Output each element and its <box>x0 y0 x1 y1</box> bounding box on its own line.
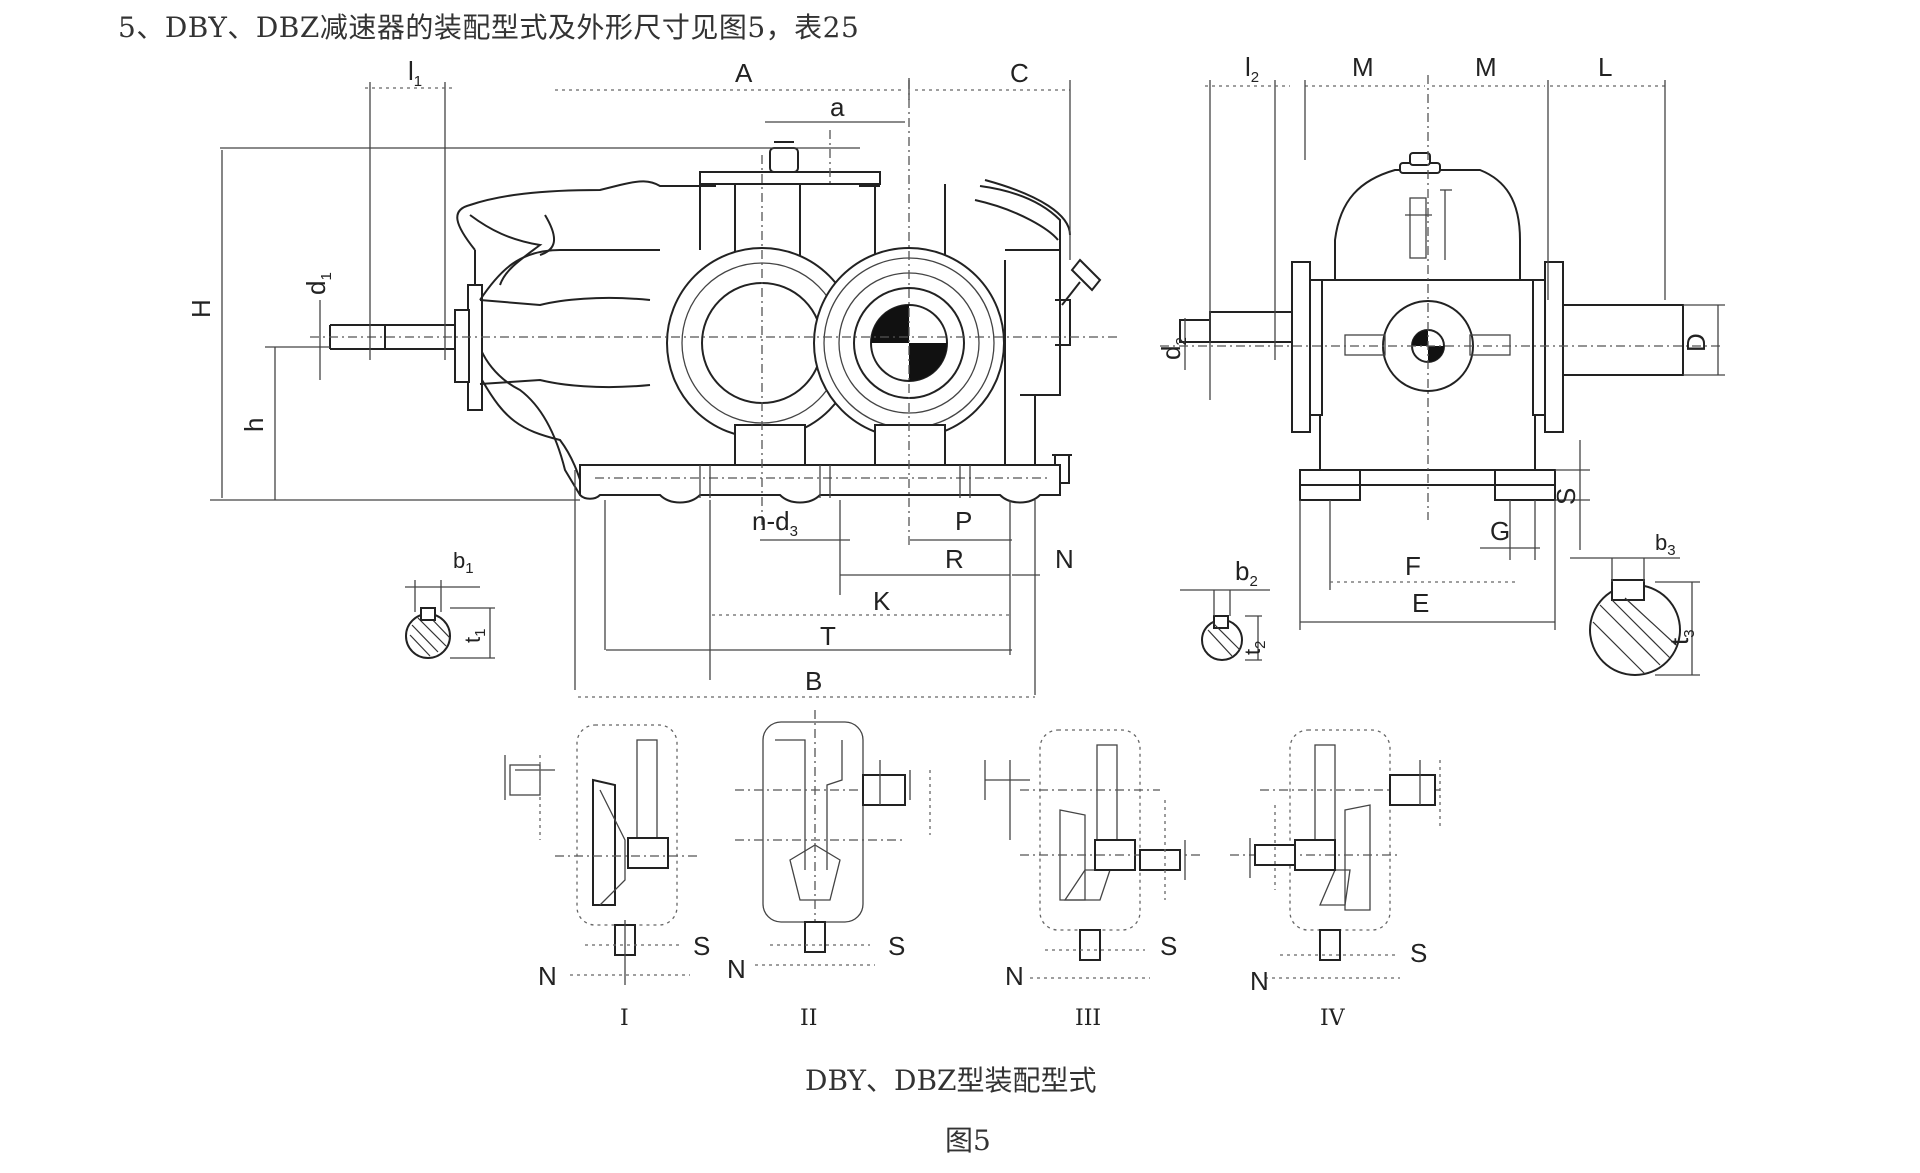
roman-type-4: IV <box>1320 1006 1346 1031</box>
N-label-type-1: N <box>538 961 557 991</box>
M-label-left: M <box>1352 52 1374 82</box>
roman-type-2: II <box>800 1006 817 1031</box>
b3-label: b3 <box>1655 530 1676 559</box>
N-label-type-3: N <box>1005 961 1024 991</box>
D-label: D <box>1681 333 1711 352</box>
small-shaft-key-section: b2 t2 <box>1180 556 1270 661</box>
assembly-type-2: S N II <box>727 710 931 1031</box>
t2-label: t2 <box>1240 641 1269 655</box>
L-label: L <box>1598 52 1612 82</box>
a-label: a <box>830 92 845 122</box>
B-label: B <box>805 666 822 696</box>
roman-type-3: III <box>1075 1006 1101 1031</box>
S-label-type-1: S <box>693 931 710 961</box>
assembly-type-4: S N IV <box>1230 729 1441 1031</box>
N-label-type-4: N <box>1250 966 1269 996</box>
S-label-type-3: S <box>1160 931 1177 961</box>
E-label: E <box>1412 588 1429 618</box>
H-label: H <box>186 299 216 318</box>
A-label: A <box>735 58 753 88</box>
side-view: l2 M M L d2 D S G F E <box>1156 52 1725 676</box>
b2-label: b2 <box>1235 556 1258 590</box>
S-label-type-2: S <box>888 931 905 961</box>
b1-label: b1 <box>453 548 474 577</box>
F-label: F <box>1405 551 1421 581</box>
figure-heading: 5、DBY、DBZ减速器的装配型式及外形尺寸见图5，表25 <box>118 11 860 44</box>
input-key-section: b1 t1 <box>405 548 495 659</box>
R-label: R <box>945 544 964 574</box>
d1-label: d1 <box>301 272 335 295</box>
T-label: T <box>820 621 836 651</box>
l2-label: l2 <box>1245 52 1259 86</box>
N-label-type-2: N <box>727 954 746 984</box>
front-view: l1 A C a H h d1 n-d3 P <box>186 56 1120 698</box>
h-label: h <box>239 418 269 432</box>
t1-label: t1 <box>460 629 489 643</box>
assembly-caption: DBY、DBZ型装配型式 <box>805 1064 1097 1097</box>
d2-label: d2 <box>1156 337 1190 360</box>
K-label: K <box>873 586 891 616</box>
C-label: C <box>1010 58 1029 88</box>
assembly-type-1: S N I <box>504 724 710 1031</box>
n-d3-label: n-d3 <box>752 506 798 540</box>
N-label-front: N <box>1055 544 1074 574</box>
P-label: P <box>955 506 972 536</box>
M-label-right: M <box>1475 52 1497 82</box>
G-label: G <box>1490 516 1510 546</box>
roman-type-1: I <box>620 1006 629 1031</box>
figure-number: 图5 <box>945 1124 991 1157</box>
output-shaft-key-section: b3 t3 <box>1570 530 1700 676</box>
S-label-type-4: S <box>1410 938 1427 968</box>
l1-label: l1 <box>408 56 422 90</box>
S-label-side: S <box>1551 488 1581 505</box>
assembly-type-3: S N III <box>984 729 1200 1031</box>
t3-label: t3 <box>1664 629 1698 645</box>
